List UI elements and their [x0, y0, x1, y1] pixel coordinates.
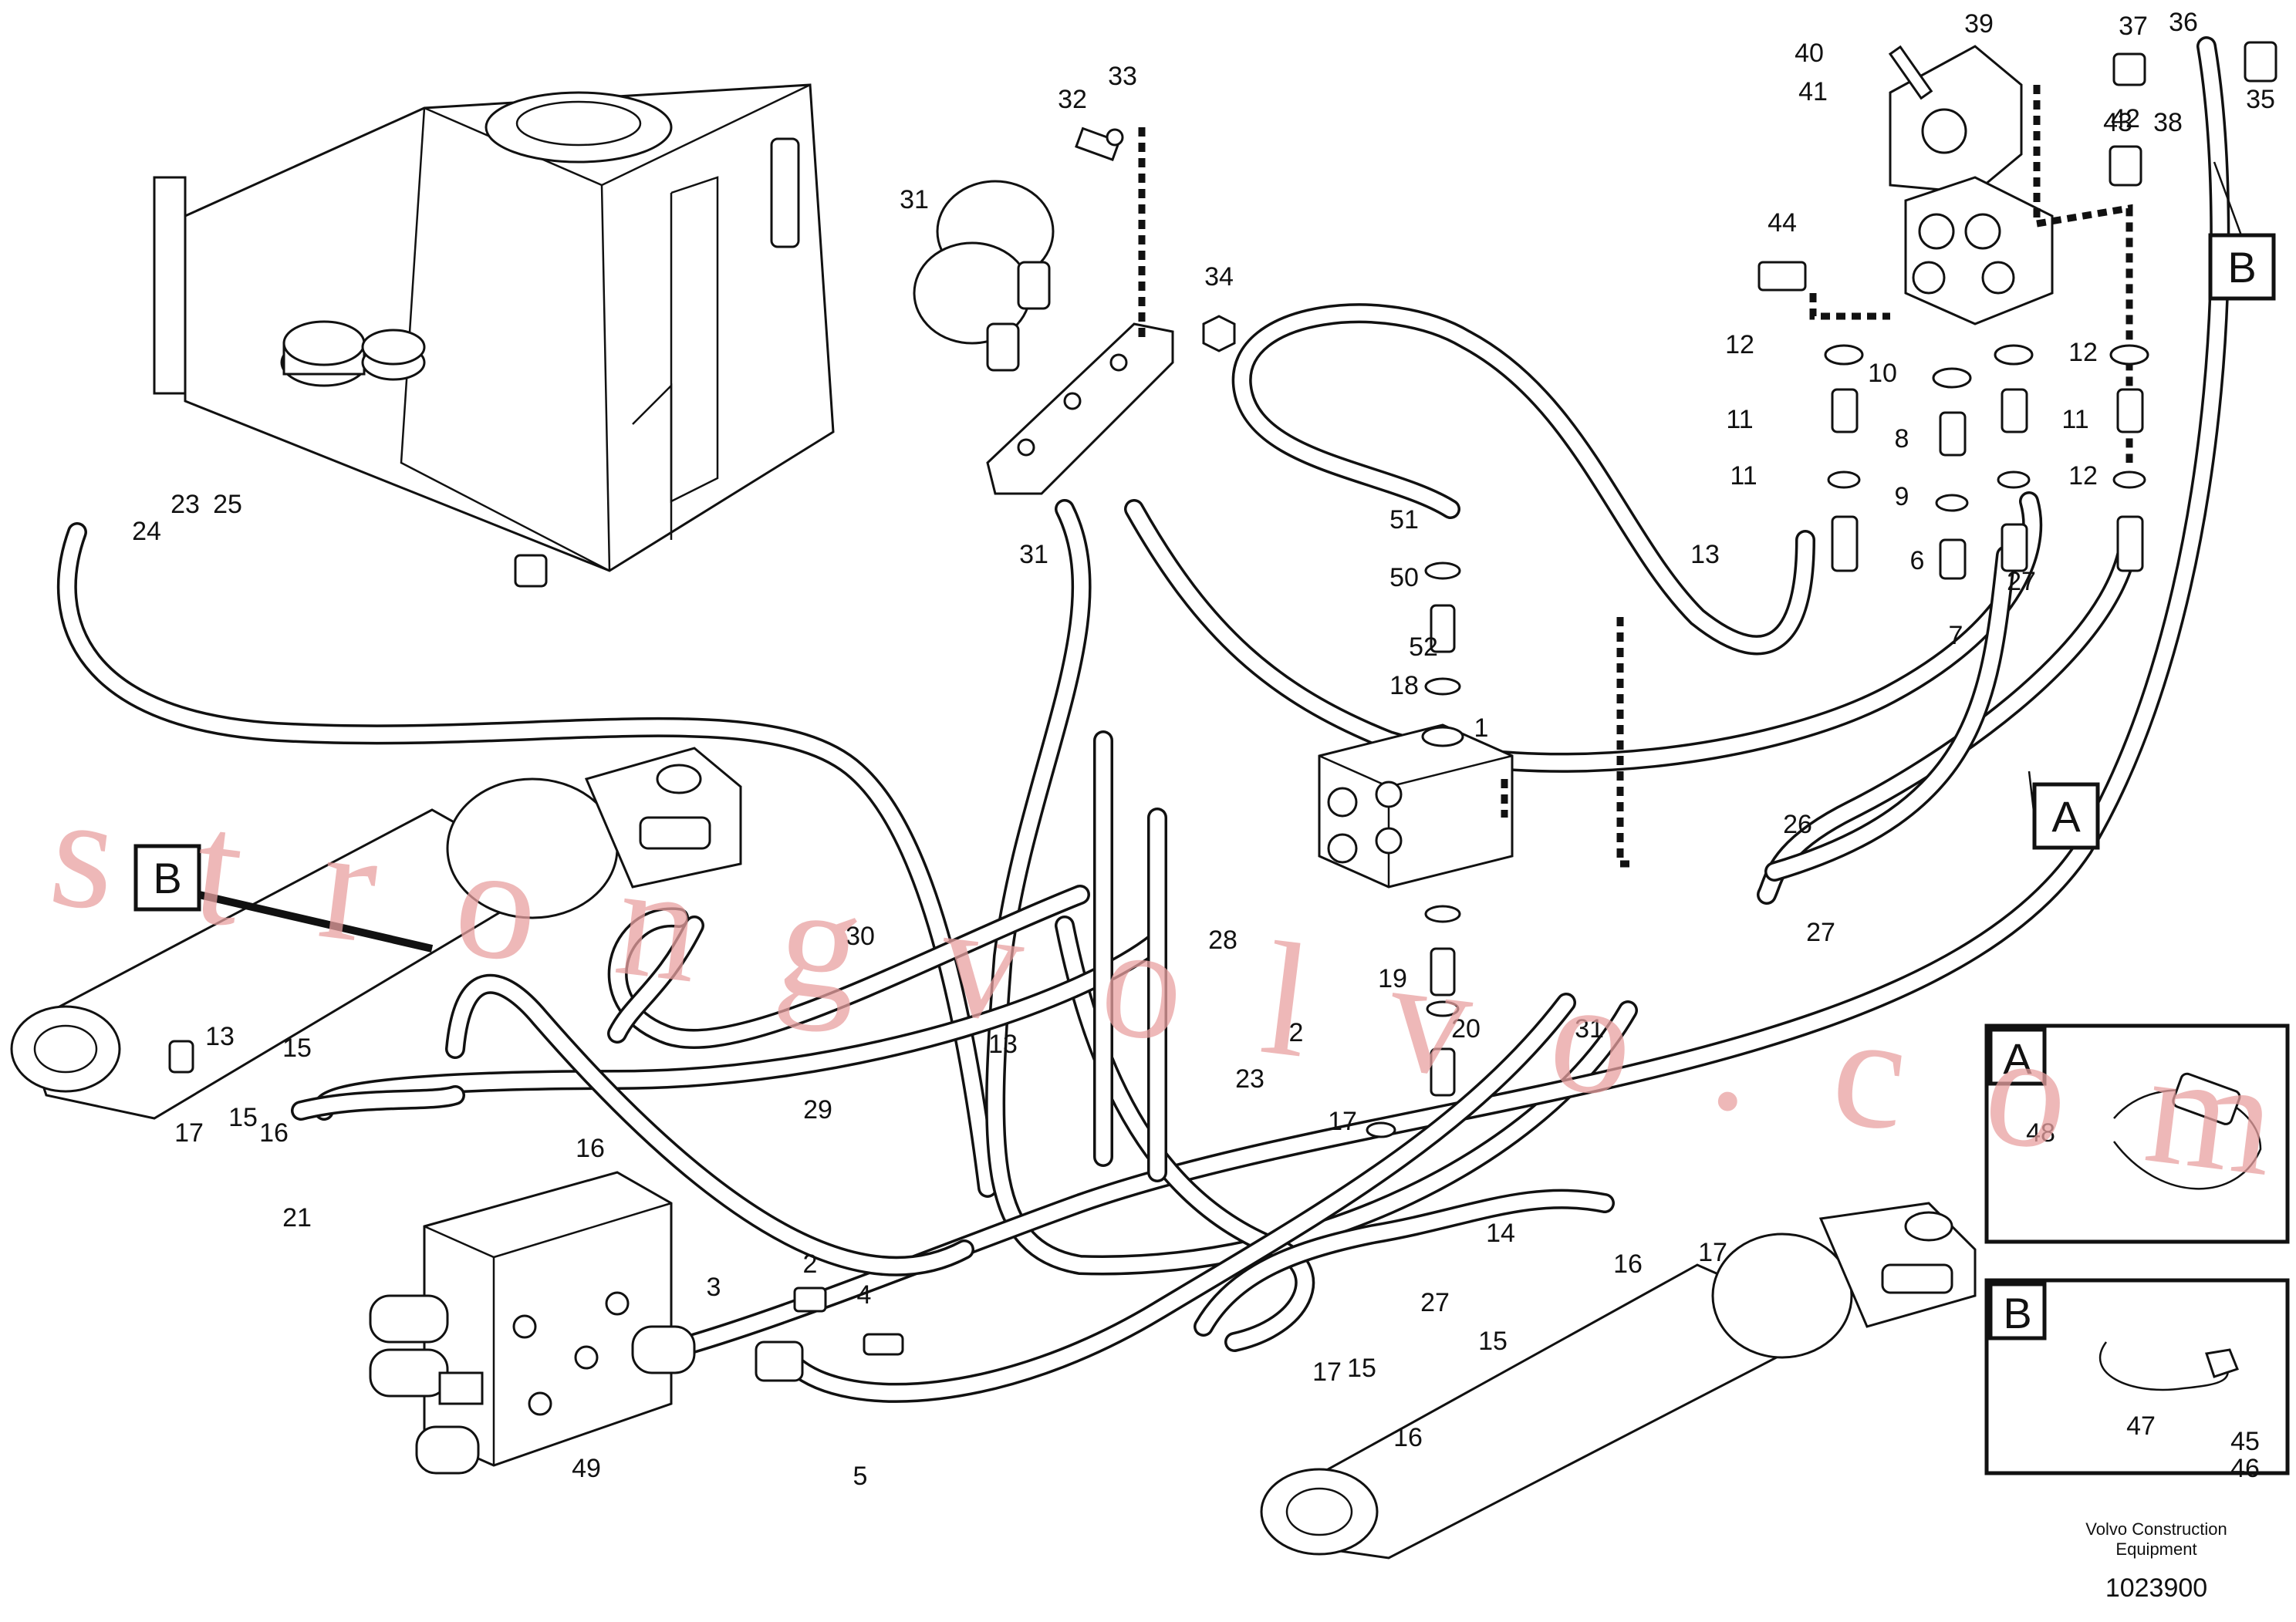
callout-19: 19: [1378, 964, 1407, 993]
hose-lines: [56, 36, 2230, 1403]
callout-31: 31: [1019, 540, 1048, 569]
callout-50: 50: [1389, 563, 1419, 592]
callout-25: 25: [213, 490, 242, 519]
callout-13: 13: [988, 1030, 1018, 1059]
callout-48: 48: [2026, 1118, 2055, 1148]
marker-b-text: B: [153, 854, 181, 902]
callout-3: 3: [707, 1273, 721, 1302]
panel-a-letter: A: [2003, 1034, 2032, 1083]
callout-16: 16: [259, 1118, 289, 1148]
section-marker-b-top: B: [2208, 161, 2276, 301]
priority-valve: [1757, 41, 2277, 325]
callout-52: 52: [1409, 632, 1438, 662]
callout-12: 12: [2068, 461, 2098, 491]
callout-27: 27: [2007, 567, 2036, 596]
callout-20: 20: [1451, 1014, 1481, 1044]
callout-18: 18: [1389, 671, 1419, 700]
detail-panel-b: [1984, 1278, 2290, 1475]
fittings: [1366, 344, 2149, 1138]
callout-32: 32: [1058, 85, 1087, 114]
section-marker-b-left: B: [133, 844, 434, 953]
hydraulic-tank: [153, 83, 835, 588]
callout-36: 36: [2169, 8, 2198, 37]
callout-26: 26: [1783, 810, 1812, 839]
control-valve: [369, 1171, 904, 1475]
callout-38: 38: [2153, 108, 2183, 137]
section-marker-a: A: [2028, 771, 2100, 850]
callout-11: 11: [1730, 461, 1757, 491]
right-steering-cylinder: [1260, 1202, 1977, 1560]
callout-47: 47: [2126, 1411, 2156, 1441]
callout-29: 29: [803, 1095, 832, 1125]
left-steering-cylinder: [10, 747, 742, 1120]
company-line-1: Volvo Construction: [2085, 1519, 2227, 1539]
callout-30: 30: [846, 922, 875, 951]
callout-17: 17: [1698, 1238, 1727, 1267]
callout-35: 35: [2246, 85, 2275, 114]
callout-8: 8: [1895, 424, 1909, 454]
callout-43: 43: [2103, 108, 2132, 137]
callout-42: 42: [2111, 104, 2140, 133]
callout-31: 31: [1575, 1014, 1604, 1044]
callout-46: 46: [2230, 1454, 2260, 1483]
callout-12: 12: [1725, 330, 1754, 359]
callout-40: 40: [1795, 39, 1824, 68]
dashed-ref-line: [1809, 293, 1890, 320]
callout-41: 41: [1798, 77, 1828, 106]
callout-24: 24: [132, 517, 161, 546]
callout-13: 13: [205, 1022, 235, 1051]
company-line-2: Equipment: [2115, 1539, 2196, 1559]
callout-15: 15: [282, 1034, 312, 1063]
callout-45: 45: [2230, 1427, 2260, 1456]
callout-21: 21: [282, 1203, 312, 1233]
callout-39: 39: [1964, 9, 1994, 39]
callout-6: 6: [1910, 546, 1925, 575]
callout-44: 44: [1768, 208, 1797, 238]
callout-2: 2: [1289, 1018, 1304, 1047]
callout-33: 33: [1108, 62, 1137, 91]
callout-7: 7: [1949, 621, 1963, 650]
callout-16: 16: [1613, 1249, 1643, 1279]
callout-49: 49: [572, 1454, 601, 1483]
callout-14: 14: [1486, 1219, 1515, 1248]
marker-b-text: B: [2227, 243, 2256, 292]
callout-51: 51: [1389, 505, 1419, 534]
callout-17: 17: [174, 1118, 204, 1148]
callout-11: 11: [1726, 405, 1753, 434]
accumulators: [913, 126, 1236, 495]
panel-b-letter: B: [2003, 1289, 2031, 1337]
callout-4: 4: [857, 1280, 872, 1310]
detail-panel-a: [1984, 1023, 2290, 1244]
callout-17: 17: [1328, 1107, 1357, 1136]
callout-13: 13: [1690, 540, 1720, 569]
callout-28: 28: [1208, 926, 1237, 955]
callout-10: 10: [1868, 359, 1897, 388]
callout-5: 5: [853, 1462, 868, 1491]
callout-34: 34: [1204, 262, 1234, 292]
callout-31: 31: [900, 185, 929, 214]
callout-1: 1: [1474, 713, 1489, 743]
callout-9: 9: [1895, 482, 1909, 511]
callout-23: 23: [171, 490, 200, 519]
callout-16: 16: [576, 1134, 605, 1163]
dashed-ref-line: [2033, 85, 2133, 463]
callout-15: 15: [1478, 1327, 1508, 1356]
callout-16: 16: [1393, 1423, 1423, 1452]
callout-15: 15: [1347, 1354, 1376, 1383]
callout-17: 17: [1312, 1357, 1342, 1387]
distribution-block: [1318, 723, 1514, 889]
marker-a-text: A: [2051, 792, 2081, 841]
callout-23: 23: [1235, 1064, 1264, 1094]
dashed-ref-line: [1616, 617, 1636, 868]
callout-12: 12: [2068, 338, 2098, 367]
drawing-number: 1023900: [2105, 1573, 2207, 1603]
callout-11: 11: [2061, 405, 2088, 434]
callout-27: 27: [1806, 918, 1835, 947]
callout-15: 15: [228, 1103, 258, 1132]
callout-2: 2: [803, 1249, 818, 1279]
callout-37: 37: [2119, 12, 2148, 41]
callout-27: 27: [1420, 1288, 1450, 1317]
